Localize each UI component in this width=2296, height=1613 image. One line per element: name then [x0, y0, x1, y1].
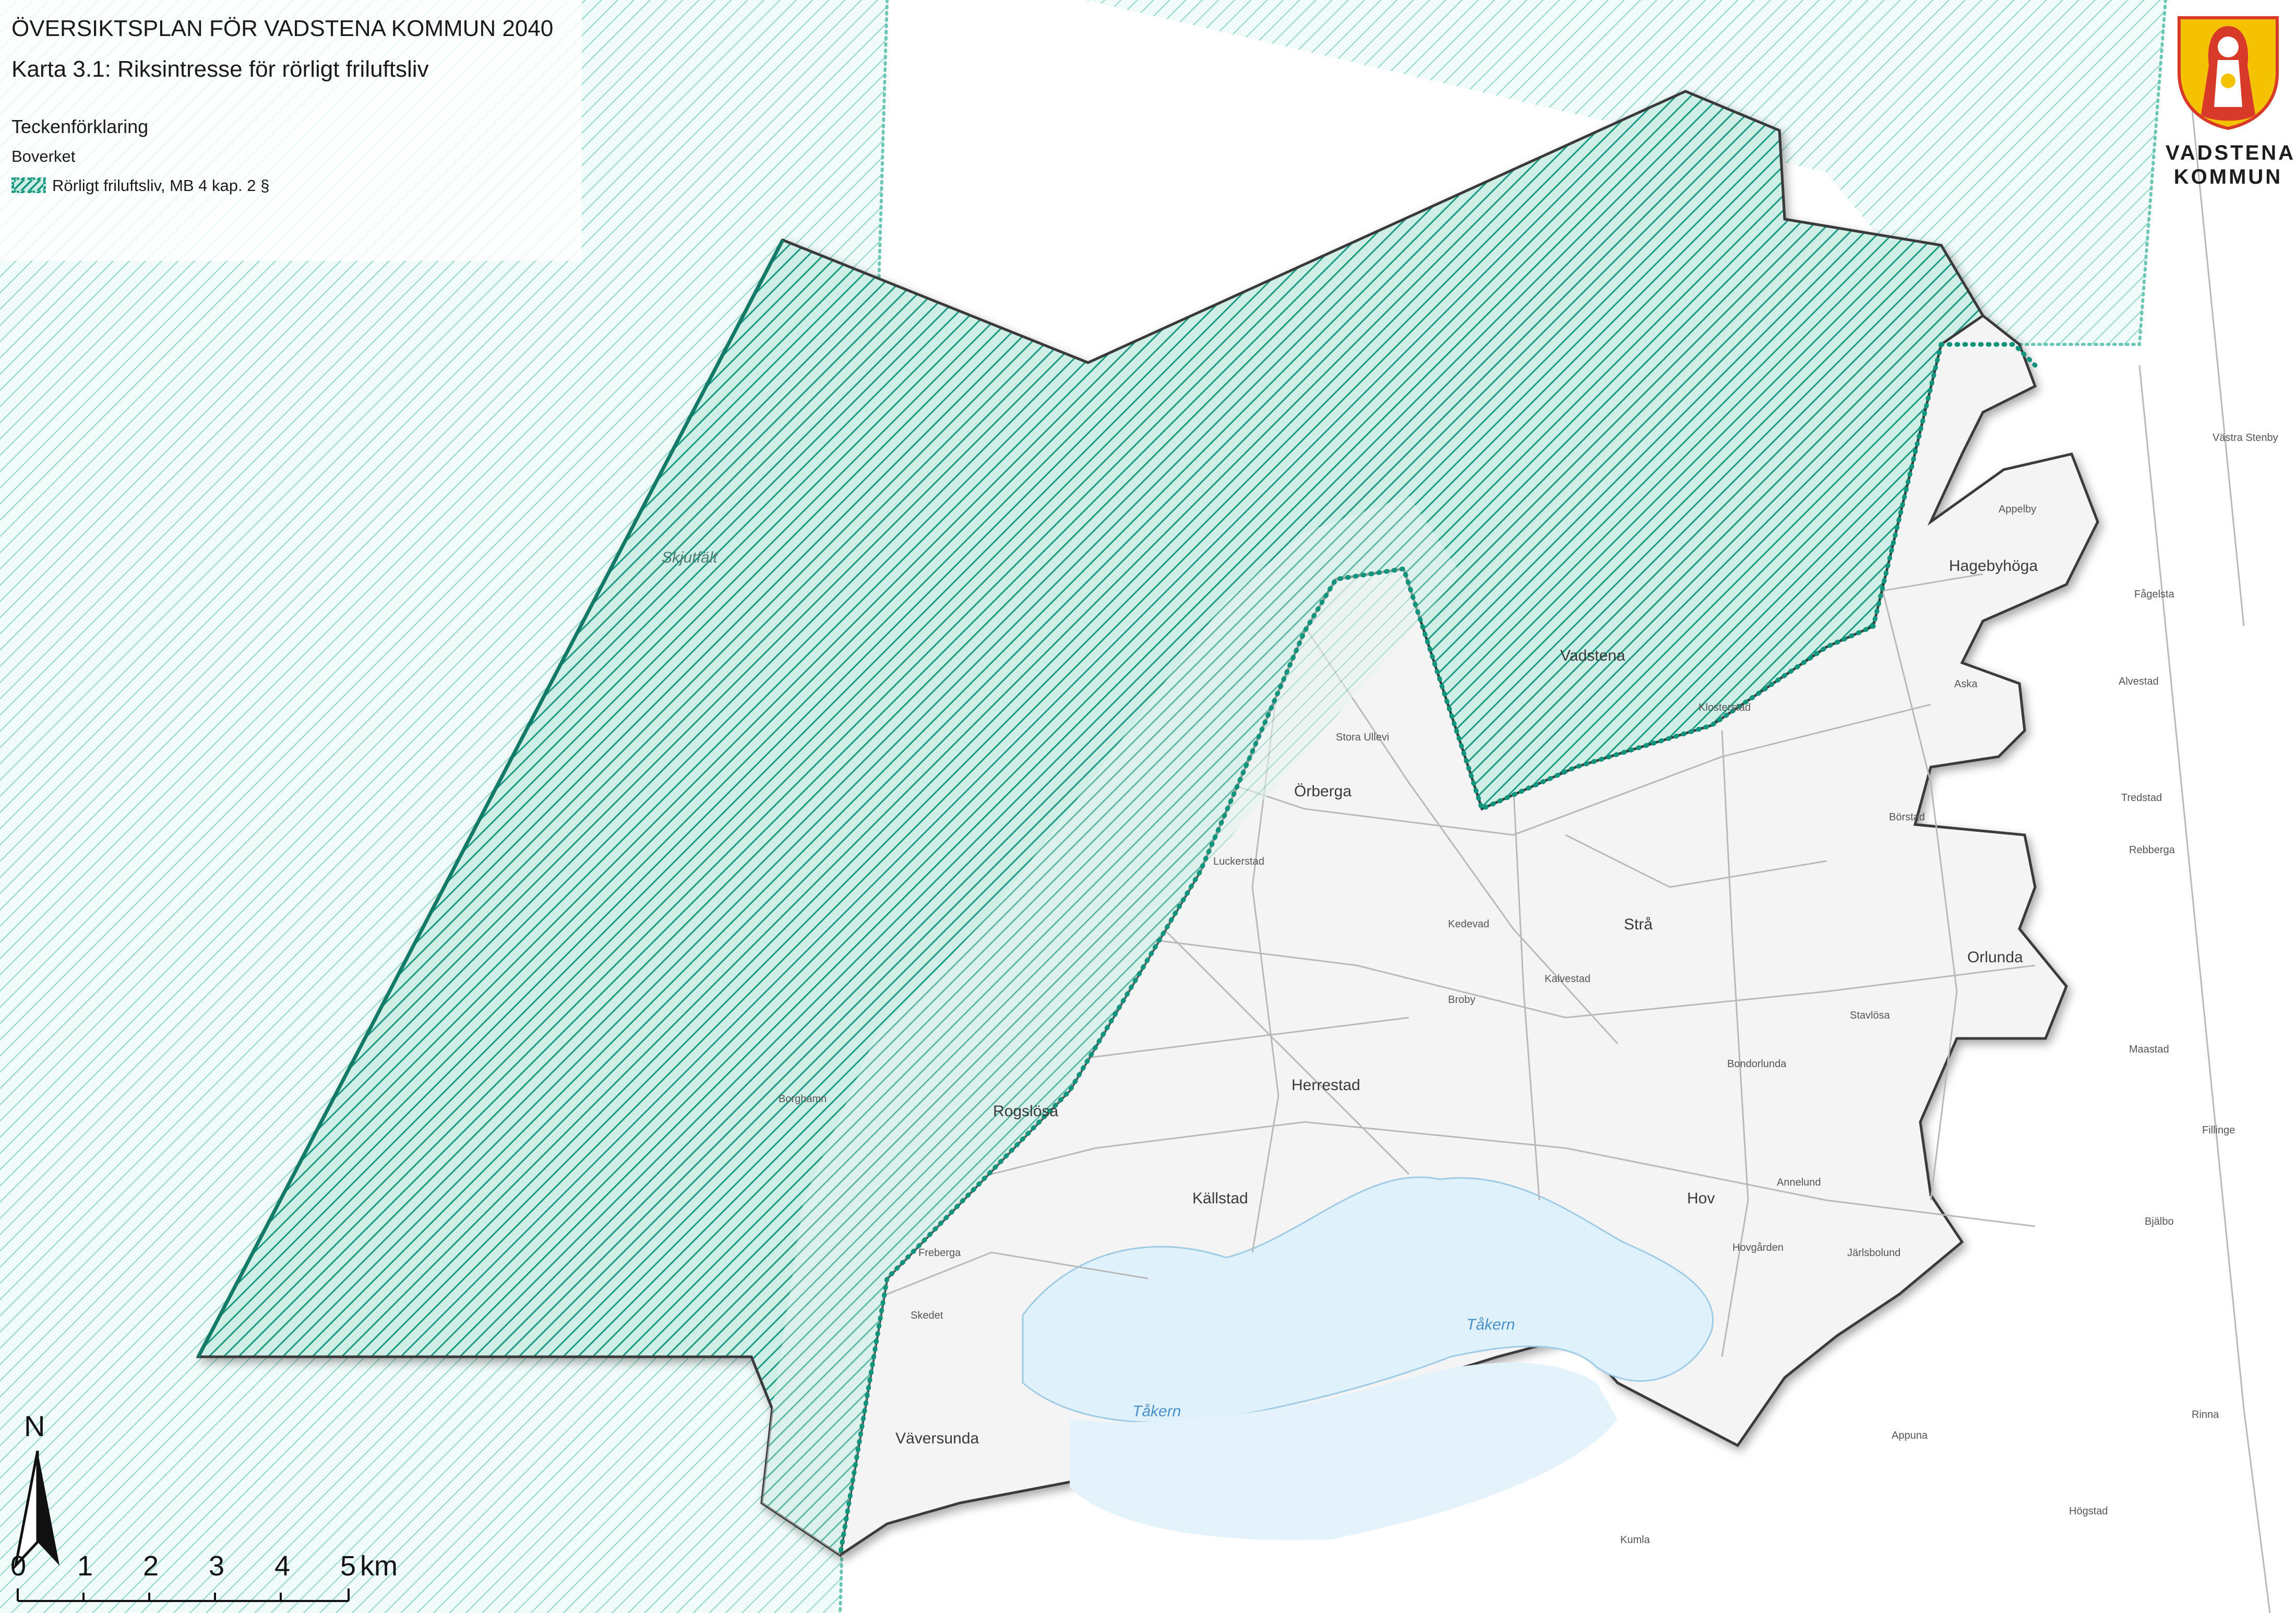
scale-tick-1: 1: [77, 1550, 93, 1582]
place-skjutfalt: Skjutfält: [662, 549, 718, 566]
place-hagebyhoga: Hagebyhöga: [1949, 557, 2038, 575]
logo-text: VADSTENA KOMMUN: [2166, 141, 2296, 189]
place-klosterstad: Klosterstad: [1699, 702, 1751, 713]
place-hogstad: Högstad: [2069, 1506, 2108, 1517]
place-kumla: Kumla: [1620, 1534, 1650, 1546]
vadstena-kommun-logo: VADSTENA KOMMUN: [2166, 16, 2296, 193]
place-orlunda: Orlunda: [1967, 949, 2023, 966]
logo-line-1: VADSTENA: [2166, 141, 2296, 164]
place-freberga: Freberga: [918, 1247, 961, 1259]
riksintresse-area-shore: [762, 496, 1461, 1555]
north-label: N: [24, 1409, 45, 1442]
legend-entry-label: Rörligt friluftsliv, MB 4 kap. 2 §: [52, 176, 270, 195]
legend-panel: ÖVERSIKTSPLAN FÖR VADSTENA KOMMUN 2040 K…: [0, 0, 582, 261]
legend-heading: Teckenförklaring: [11, 116, 149, 137]
place-vadstena: Vadstena: [1560, 647, 1625, 664]
place-aska: Aska: [1954, 678, 1978, 690]
scale-unit: km: [360, 1550, 398, 1582]
legend-source: Boverket: [11, 147, 76, 165]
place-bondorlunda: Bondorlunda: [1727, 1058, 1787, 1070]
place-fagelsta: Fågelsta: [2134, 589, 2174, 600]
place-maastad: Maastad: [2129, 1044, 2169, 1055]
place-appelby: Appelby: [1999, 504, 2037, 515]
place-annelund: Annelund: [1777, 1177, 1821, 1188]
place-stra: Strå: [1624, 916, 1653, 933]
place-borstad: Börstad: [1889, 811, 1925, 823]
place-takern-label-1: Tåkern: [1466, 1316, 1515, 1333]
place-broby: Broby: [1448, 994, 1476, 1006]
place-herrestad: Herrestad: [1292, 1077, 1360, 1094]
place-takern-label-2: Tåkern: [1132, 1403, 1181, 1420]
place-vaversunda: Väversunda: [895, 1430, 979, 1447]
place-bjalbo: Bjälbo: [2145, 1216, 2174, 1227]
place-borghamn: Borghamn: [779, 1093, 827, 1105]
logo-line-2: KOMMUN: [2173, 165, 2283, 188]
map-title: ÖVERSIKTSPLAN FÖR VADSTENA KOMMUN 2040: [11, 16, 554, 41]
outer-zone-north: [887, 0, 2166, 344]
place-stora-ullevi: Stora Ullevi: [1336, 732, 1390, 743]
place-tredstad: Tredstad: [2121, 792, 2162, 804]
place-kallstad: Källstad: [1192, 1190, 1248, 1207]
place-rogslosa: Rogslösa: [993, 1103, 1059, 1120]
place-kedevad: Kedevad: [1448, 918, 1489, 930]
place-kalvestad: Kalvestad: [1545, 973, 1591, 985]
scalebar: 0 1 2 3 4 5 km: [10, 1550, 398, 1602]
outer-zone-border-north: [2013, 0, 2167, 346]
place-skedet: Skedet: [911, 1310, 943, 1321]
place-vastra-stenby: Västra Stenby: [2213, 432, 2278, 444]
scale-tick-4: 4: [274, 1550, 291, 1582]
place-rebberga: Rebberga: [2129, 844, 2175, 856]
map-subtitle: Karta 3.1: Riksintresse för rörligt fril…: [11, 56, 429, 82]
place-alvestad: Alvestad: [2119, 676, 2159, 687]
place-jarlsbolund: Järlsbolund: [1847, 1247, 1901, 1259]
place-rinna: Rinna: [2192, 1409, 2219, 1420]
place-stavlosa: Stavlösa: [1850, 1010, 1890, 1021]
lake-takern: [1022, 1176, 1714, 1424]
lake-takern-south: [1070, 1363, 1618, 1540]
north-arrow-icon: [13, 1451, 59, 1570]
place-luckerstad: Luckerstad: [1213, 856, 1264, 867]
scale-tick-5: 5: [340, 1550, 356, 1582]
scale-tick-0: 0: [10, 1550, 27, 1582]
place-fillinge: Fillinge: [2202, 1125, 2235, 1136]
riksintresse-boundary-dotted: [838, 342, 1944, 1558]
place-hov: Hov: [1687, 1190, 1715, 1207]
scalebar-line: [17, 1588, 350, 1602]
scale-tick-3: 3: [209, 1550, 225, 1582]
scale-tick-2: 2: [143, 1550, 159, 1582]
hatched-area-dotted-border-icon: [11, 177, 46, 193]
place-hovgarden: Hovgården: [1732, 1242, 1784, 1253]
place-orberga: Örberga: [1294, 783, 1352, 800]
coat-of-arms-icon: [2178, 16, 2279, 130]
riksintresse-boundary-dotted-east: [1939, 342, 2038, 368]
place-appuna: Appuna: [1892, 1430, 1928, 1441]
riksintresse-west-edge: [196, 239, 785, 1358]
